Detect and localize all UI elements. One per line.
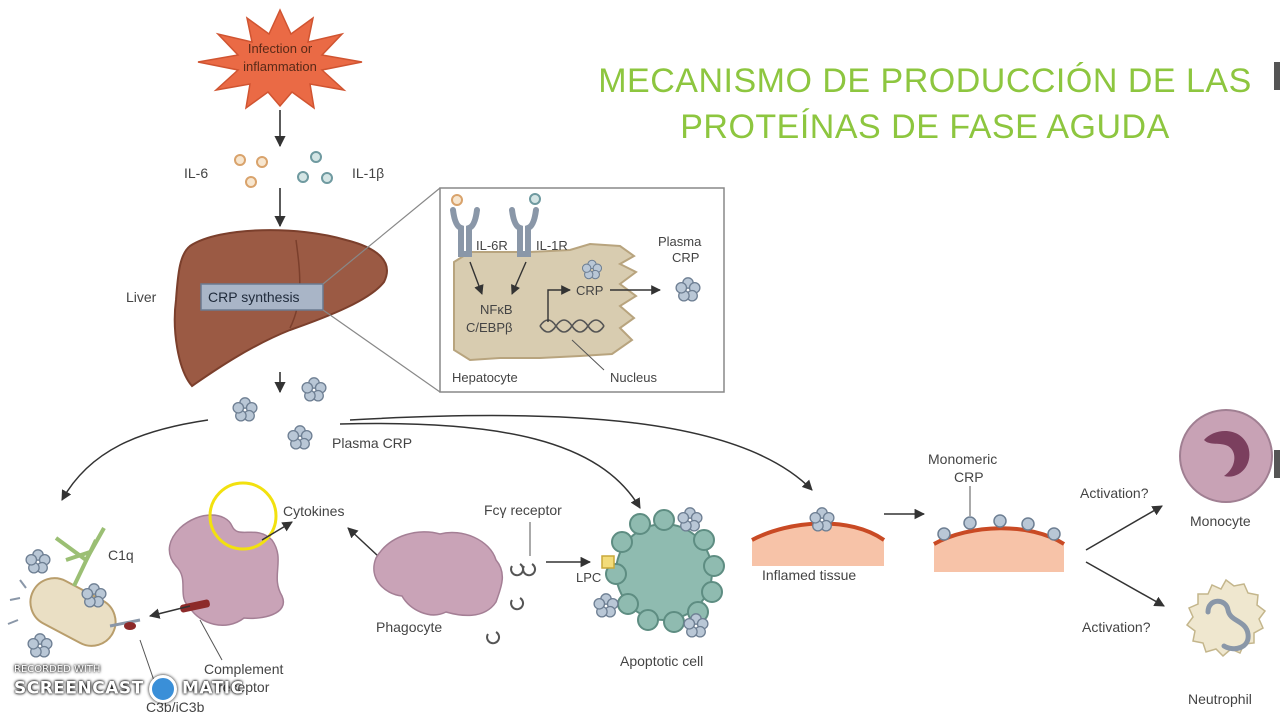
phagocyte-complement [168, 514, 285, 626]
phagocyte-label: Phagocyte [376, 619, 442, 635]
il1r-label: IL-1R [536, 238, 568, 253]
crp-synthesis-label: CRP synthesis [208, 289, 300, 305]
monomeric-label-line1: Monomeric [928, 451, 997, 467]
bacterium [7, 577, 117, 647]
complement-label-line2: receptor [218, 679, 270, 695]
watermark-recorded-with: RECORDED WITH [14, 664, 101, 675]
il6-molecules [234, 154, 268, 188]
apoptotic-cell [601, 509, 725, 633]
arrow-to-monocyte [1085, 505, 1163, 551]
activation-label-2: Activation? [1082, 619, 1151, 635]
monomeric-crp [937, 514, 1061, 541]
apoptotic-cell-label: Apoptotic cell [620, 653, 703, 669]
plasma-crp-pentamer-3 [287, 425, 313, 450]
activation-label-1: Activation? [1080, 485, 1149, 501]
fcy-receptor-label: Fcγ receptor [484, 502, 562, 518]
c3b-label: C3b/iC3b [146, 699, 205, 715]
apoptotic-crp-2 [593, 593, 619, 618]
complement-pointer [199, 619, 223, 661]
monomeric-tissue [933, 526, 1066, 572]
infection-starburst: Infection or inflammation [197, 8, 363, 110]
c1q-label: C1q [108, 547, 134, 563]
nucleus-label: Nucleus [610, 370, 657, 385]
il1b-label: IL-1β [352, 165, 384, 181]
right-edge-mark [1274, 62, 1280, 90]
plasma-crp-inset-label-2: CRP [672, 250, 699, 265]
screencast-watermark: RECORDED WITH SCREENCAST MATIC [14, 664, 244, 703]
watermark-matic: MATIC [181, 678, 244, 699]
plasma-crp-inset-label-1: Plasma [658, 234, 702, 249]
monocyte-label: Monocyte [1190, 513, 1251, 529]
il6-label: IL-6 [184, 165, 208, 181]
hepatocyte-label: Hepatocyte [452, 370, 518, 385]
lpc-label: LPC [576, 570, 601, 585]
cytokines-label: Cytokines [283, 503, 344, 519]
infection-label-line2: inflammation [243, 59, 317, 74]
complement-receptor [148, 599, 210, 619]
plasma-crp-pentamer-2 [301, 377, 327, 402]
watermark-logo-icon [148, 675, 177, 703]
il6r-label: IL-6R [476, 238, 508, 253]
crp-synthesis-box [200, 283, 324, 311]
apoptotic-crp-1 [677, 507, 703, 532]
phagocyte [373, 531, 504, 617]
c3b-deposit [124, 622, 136, 630]
arrow-to-apoptotic [339, 422, 641, 509]
right-edge-mark-2 [1274, 450, 1280, 478]
arrow-to-inflamed [349, 414, 813, 491]
arrow-il6r [469, 261, 484, 295]
liver-label: Liver [126, 289, 157, 305]
il1b-molecules [297, 151, 333, 184]
cebp-label: C/EBPβ [466, 320, 513, 335]
nfkb-label: NFκB [480, 302, 513, 317]
slide-title-line-1: MECANISMO DE PRODUCCIÓN DE LAS [598, 62, 1252, 100]
inflamed-tissue-crp [809, 507, 835, 532]
infection-label-line1: Infection or [248, 41, 313, 56]
transcription-arrow [547, 285, 571, 322]
plasma-crp-label: Plasma CRP [332, 435, 412, 451]
monocyte [1179, 409, 1273, 503]
dna-helix [539, 319, 605, 333]
highlight-circle [208, 481, 278, 551]
arrow-to-neutrophil [1085, 561, 1165, 607]
watermark-screencast: SCREENCAST [14, 678, 144, 699]
slide-title-line-2: PROTEÍNAS DE FASE AGUDA [680, 108, 1170, 146]
c1q-molecule [54, 527, 106, 587]
neutrophil [1185, 578, 1267, 658]
arrow-to-cytokines-left [261, 521, 293, 541]
bacterium-crp-3 [27, 633, 53, 658]
zoom-line-top [322, 187, 441, 285]
nucleus-pointer [571, 339, 605, 371]
neutrophil-label: Neutrophil [1188, 691, 1252, 707]
monomeric-label-line2: CRP [954, 469, 984, 485]
complement-label-line1: Complement [204, 661, 283, 677]
arrow-il1r [511, 261, 527, 295]
bacterium-crp-1 [25, 549, 51, 574]
plasma-crp-pentamer-1 [232, 397, 258, 422]
arrow-to-bacterium [61, 419, 209, 501]
arrow-to-cytokines-right [347, 527, 379, 557]
slide-title: MECANISMO DE PRODUCCIÓN DE LAS PROTEÍNAS… [560, 58, 1280, 150]
inflamed-tissue-label: Inflamed tissue [762, 567, 856, 583]
complement-link [109, 618, 141, 628]
crp-inset-label: CRP [576, 283, 603, 298]
zoom-line-bottom [322, 309, 441, 393]
